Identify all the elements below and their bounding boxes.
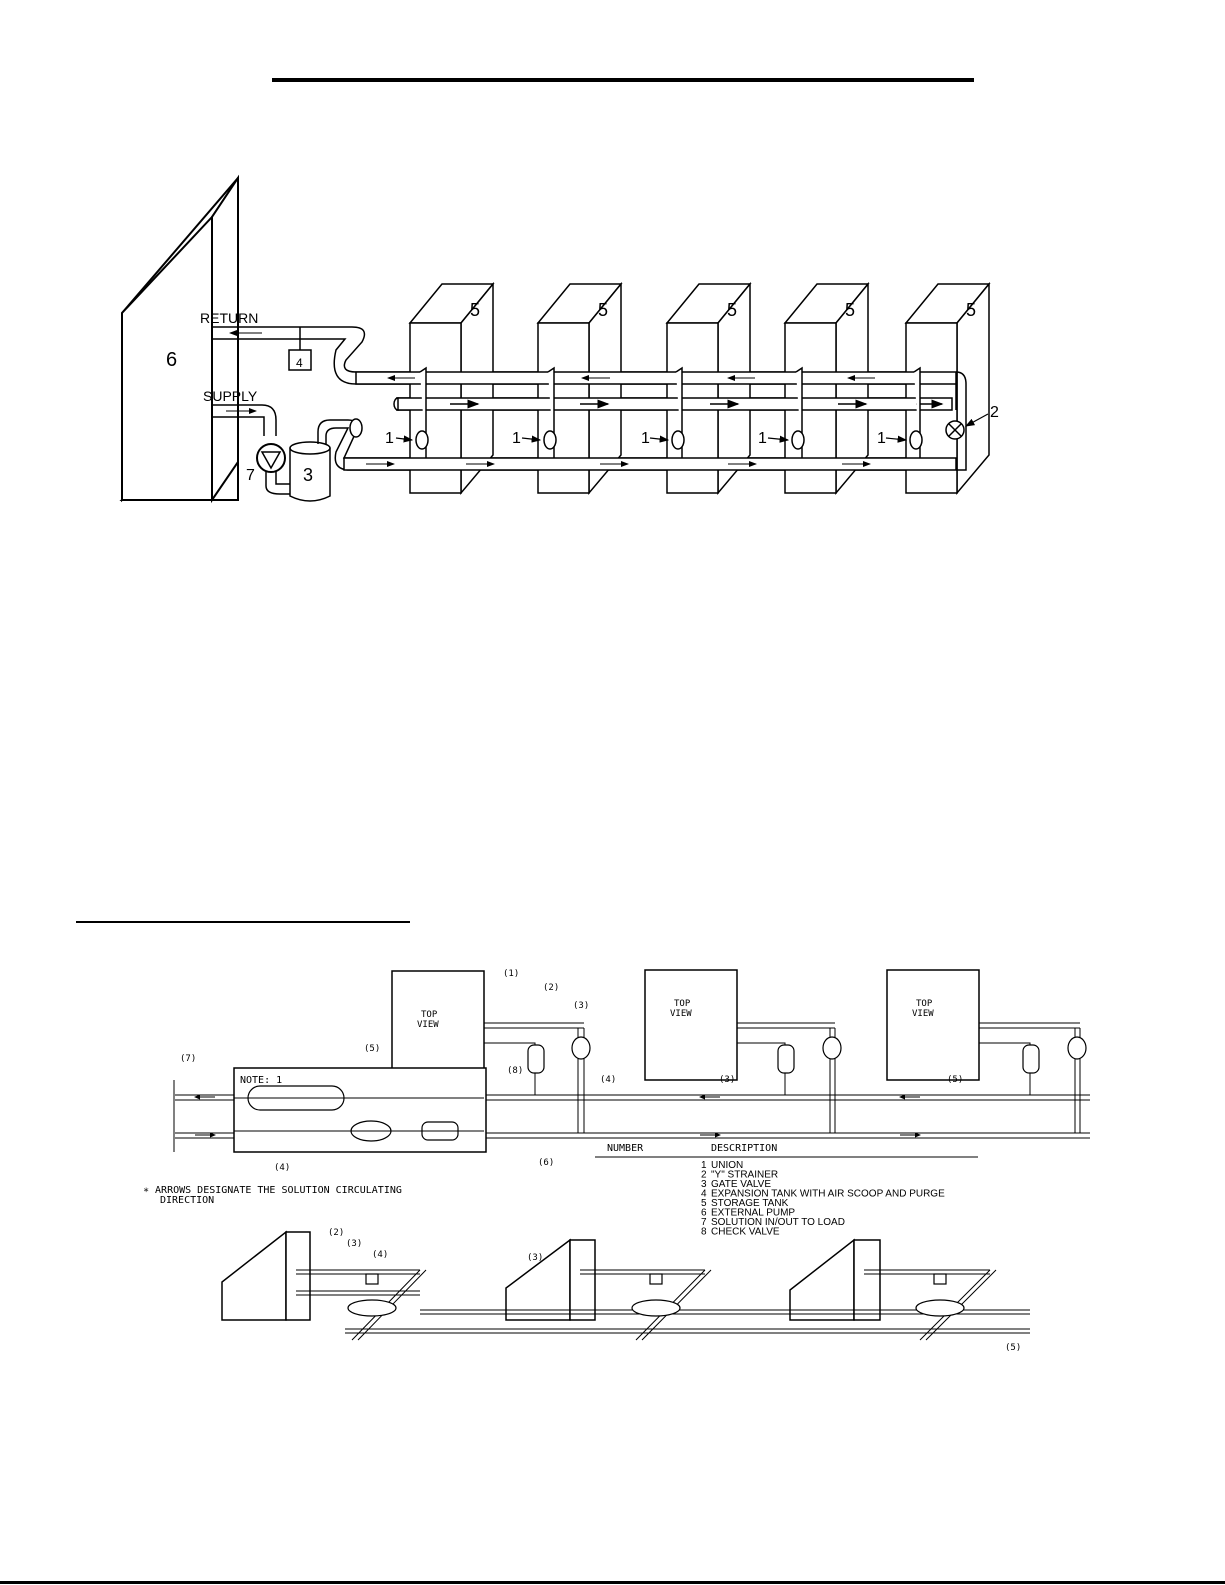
union-callouts: 1 1 1 1 1 <box>385 430 908 447</box>
svg-text:(5): (5) <box>1005 1343 1021 1353</box>
isometric-callouts: (2) (3) (4) (3) (5) <box>328 1228 1021 1353</box>
callout-labels: (1) (2) (3) (8) (4) (3) (5) (7) (5) (6) … <box>180 969 963 1173</box>
svg-text:(1): (1) <box>503 969 519 979</box>
tank-number: 5 <box>727 300 737 320</box>
svg-text:VIEW: VIEW <box>417 1020 439 1030</box>
legend-row-number: 6 <box>701 1208 707 1219</box>
legend-row-number: 8 <box>701 1227 707 1238</box>
svg-text:(3): (3) <box>573 1001 589 1011</box>
small-tanks <box>527 1036 1087 1074</box>
svg-text:1: 1 <box>758 430 767 447</box>
supply-label: SUPPLY <box>203 388 258 404</box>
legend-row-number: 7 <box>701 1217 707 1228</box>
isometric-piping <box>221 1230 881 1321</box>
svg-text:1: 1 <box>385 430 394 447</box>
tank-connections <box>415 366 923 458</box>
top-view-tanks <box>391 969 980 1082</box>
legend-row-description: UNION <box>711 1160 743 1171</box>
legend-row-number: 4 <box>701 1189 707 1200</box>
svg-text:(2): (2) <box>543 983 559 993</box>
note-label: NOTE: 1 <box>240 1075 282 1086</box>
svg-text:1: 1 <box>641 430 650 447</box>
expansion-tank <box>288 339 312 371</box>
svg-text:(7): (7) <box>180 1054 196 1064</box>
arrows-note-line2: DIRECTION <box>160 1195 214 1206</box>
air-scoop <box>289 441 331 502</box>
svg-text:(3): (3) <box>527 1253 543 1263</box>
svg-text:(2): (2) <box>328 1228 344 1238</box>
legend-row-description: SOLUTION IN/OUT TO LOAD <box>711 1217 845 1228</box>
legend-row-number: 5 <box>701 1198 707 1209</box>
supply-header <box>317 418 955 471</box>
expansion-number: 4 <box>296 356 303 370</box>
legend-row-description: GATE VALVE <box>711 1179 771 1190</box>
legend-header-description: DESCRIPTION <box>711 1143 777 1154</box>
svg-text:1: 1 <box>512 430 521 447</box>
svg-text:(5): (5) <box>364 1044 380 1054</box>
svg-text:TOP: TOP <box>916 999 933 1009</box>
return-pipe <box>212 326 955 385</box>
svg-text:(3): (3) <box>346 1239 362 1249</box>
svg-text:VIEW: VIEW <box>912 1009 934 1019</box>
tank-number: 5 <box>966 300 976 320</box>
legend-row-number: 2 <box>701 1170 707 1181</box>
load-number: 6 <box>166 349 177 371</box>
section-rule <box>76 921 410 923</box>
supply-pipe <box>212 404 277 436</box>
footer-rule <box>0 1581 1225 1584</box>
scoop-number: 3 <box>303 465 313 485</box>
svg-text:1: 1 <box>877 430 886 447</box>
pump-icon <box>256 443 286 473</box>
strainer-number: 2 <box>990 404 999 421</box>
legend-row-description: EXPANSION TANK WITH AIR SCOOP AND PURGE <box>711 1189 945 1200</box>
title-rule <box>272 78 974 82</box>
arrows-note-line1: ∗ ARROWS DESIGNATE THE SOLUTION CIRCULAT… <box>143 1185 402 1196</box>
svg-text:(3): (3) <box>719 1075 735 1085</box>
svg-text:(8): (8) <box>507 1066 523 1076</box>
isometric-tanks <box>347 1273 965 1317</box>
svg-text:(5): (5) <box>947 1075 963 1085</box>
end-loop <box>955 371 967 471</box>
top-view-labels: TOP VIEW TOP VIEW TOP VIEW <box>417 999 934 1030</box>
legend-row-number: 3 <box>701 1179 707 1190</box>
legend-row-description: CHECK VALVE <box>711 1227 780 1238</box>
svg-text:VIEW: VIEW <box>670 1009 692 1019</box>
piping-diagram-top-view: TOP VIEW TOP VIEW TOP VIEW <box>143 969 1090 1353</box>
svg-text:TOP: TOP <box>421 1010 438 1020</box>
header-pipes-front <box>343 371 957 471</box>
tank-number: 5 <box>598 300 608 320</box>
legend-row-description: STORAGE TANK <box>711 1198 789 1209</box>
pump-number: 7 <box>246 467 255 484</box>
legend-row-description: "Y" STRAINER <box>711 1170 778 1181</box>
return-label: RETURN <box>200 310 258 326</box>
tank-number: 5 <box>845 300 855 320</box>
svg-text:(4): (4) <box>600 1075 616 1085</box>
legend-header-number: NUMBER <box>607 1143 644 1154</box>
svg-text:(4): (4) <box>274 1163 290 1173</box>
svg-text:(4): (4) <box>372 1250 388 1260</box>
piping-diagram-reverse-return: 6 RETURN SUPPLY 4 7 3 <box>119 174 999 504</box>
tank-number: 5 <box>470 300 480 320</box>
flow-arrows <box>194 1094 921 1138</box>
svg-text:TOP: TOP <box>674 999 691 1009</box>
svg-text:(6): (6) <box>538 1158 554 1168</box>
legend-row-number: 1 <box>701 1160 707 1171</box>
legend-row-description: EXTERNAL PUMP <box>711 1208 795 1219</box>
